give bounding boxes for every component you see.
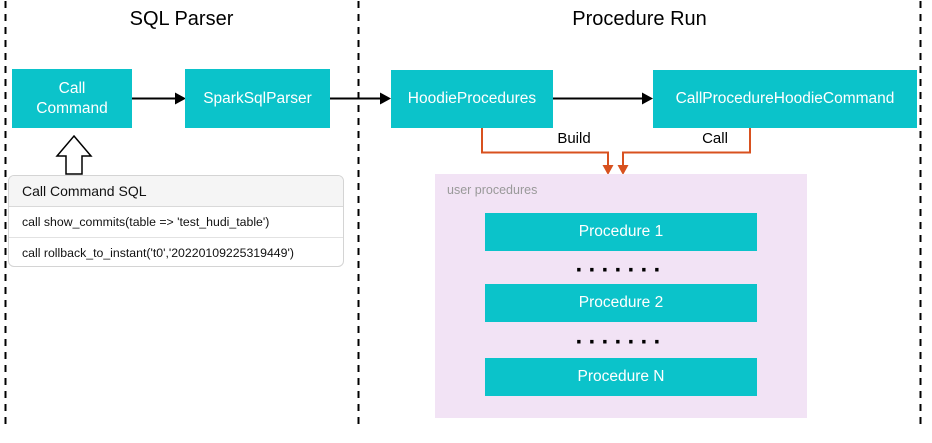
connector-build (481, 128, 614, 175)
node-callprocedurehoodiecommand: CallProcedureHoodieCommand (653, 70, 917, 128)
procedure-box-2: Procedure 2 (485, 284, 757, 322)
ellipsis-dots-1: ······· (575, 257, 667, 284)
user-procedures-label: user procedures (447, 183, 538, 197)
sql-panel: Call Command SQL call show_commits(table… (8, 175, 344, 267)
procedure-box-n: Procedure N (485, 358, 757, 396)
edge-label-build: Build (557, 130, 591, 147)
procedure-box-2-label: Procedure 2 (578, 294, 664, 311)
node-sparksqlparser: SparkSqlParser (185, 69, 330, 128)
section-title-procedure-run: Procedure Run (572, 8, 707, 30)
node-call-command: Call Command (12, 69, 132, 128)
section-title-sql-parser: SQL Parser (129, 8, 234, 30)
arrow-call-command-to-sparksqlparser (132, 92, 186, 105)
node-callprocedurehoodiecommand-label: CallProcedureHoodieCommand (675, 90, 895, 108)
arrow-hoodieprocedures-to-callprocedurehoodiecommand (553, 92, 653, 105)
arrow-sparksqlparser-to-hoodieprocedures (330, 92, 391, 105)
connector-call (617, 128, 751, 175)
sql-row-show-commits: call show_commits(table => 'test_hudi_ta… (9, 207, 343, 238)
node-hoodieprocedures: HoodieProcedures (391, 70, 553, 128)
procedure-box-1-label: Procedure 1 (578, 223, 664, 240)
sql-panel-header: Call Command SQL (9, 176, 343, 207)
user-procedures-panel: user procedures Procedure 1 ······· Proc… (435, 174, 807, 418)
procedure-box-1: Procedure 1 (485, 213, 757, 251)
node-call-command-label: Call Command (36, 80, 108, 117)
sql-row-rollback-to-instant: call rollback_to_instant('t0','202201092… (22, 246, 294, 260)
edge-label-call: Call (702, 130, 728, 147)
procedure-box-n-label: Procedure N (577, 368, 665, 385)
block-arrow-up-icon (55, 134, 93, 175)
node-hoodieprocedures-label: HoodieProcedures (407, 90, 537, 108)
ellipsis-dots-2: ······· (575, 329, 667, 356)
node-sparksqlparser-label: SparkSqlParser (203, 89, 312, 107)
